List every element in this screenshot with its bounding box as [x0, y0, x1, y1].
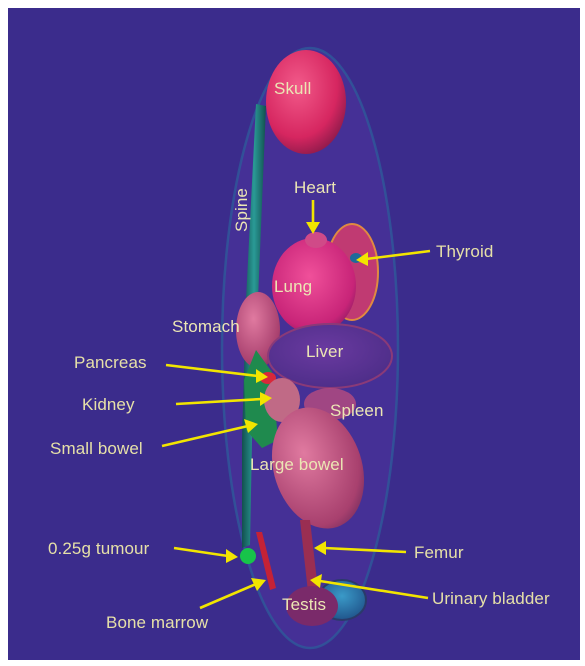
label-small-bowel: Small bowel: [50, 439, 143, 458]
skull-shape: [266, 50, 346, 154]
label-large-bowel: Large bowel: [250, 455, 344, 474]
label-spine: Spine: [232, 188, 251, 232]
label-pancreas: Pancreas: [74, 353, 147, 372]
label-skull: Skull: [274, 79, 311, 98]
label-liver: Liver: [306, 342, 344, 361]
label-femur: Femur: [414, 543, 464, 562]
label-tumour: 0.25g tumour: [48, 539, 150, 558]
tumour-shape: [240, 548, 256, 564]
label-spleen: Spleen: [330, 401, 384, 420]
heart-shape: [305, 232, 327, 248]
label-urinary-bladder: Urinary bladder: [432, 589, 550, 608]
label-testis: Testis: [282, 595, 326, 614]
label-stomach: Stomach: [172, 317, 240, 336]
label-lung: Lung: [274, 277, 312, 296]
label-heart: Heart: [294, 178, 336, 197]
label-kidney: Kidney: [82, 395, 135, 414]
label-bone-marrow: Bone marrow: [106, 613, 209, 632]
label-thyroid: Thyroid: [436, 242, 493, 261]
